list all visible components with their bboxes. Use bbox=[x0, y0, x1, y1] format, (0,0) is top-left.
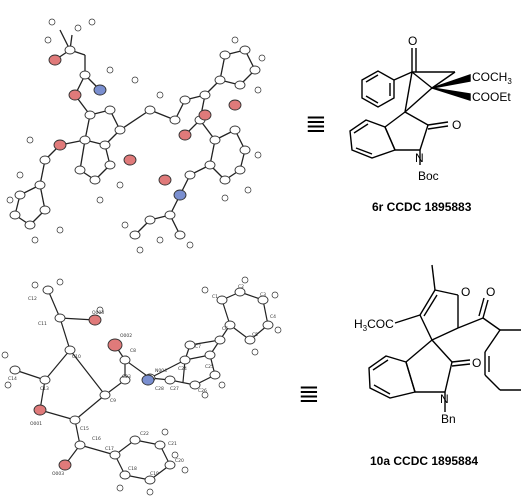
svg-text:C7: C7 bbox=[195, 344, 201, 350]
svg-text:C4: C4 bbox=[270, 314, 276, 320]
skeletal-labels-10a: H3COC O O O N Bn bbox=[354, 285, 495, 426]
svg-text:C26: C26 bbox=[198, 388, 207, 394]
label-bn-10a: Bn bbox=[441, 412, 456, 426]
label-n-10a: N bbox=[440, 392, 449, 406]
label-boc-6r: Boc bbox=[418, 169, 439, 183]
svg-text:N004: N004 bbox=[155, 368, 167, 374]
svg-text:C9: C9 bbox=[110, 398, 116, 404]
svg-text:C1: C1 bbox=[212, 294, 218, 300]
svg-text:C11: C11 bbox=[38, 321, 47, 327]
label-n-6r: N bbox=[415, 151, 424, 165]
svg-text:O001: O001 bbox=[30, 421, 42, 427]
svg-text:O003: O003 bbox=[92, 310, 104, 316]
label-furan-o-10a: O bbox=[461, 285, 470, 299]
skeletal-formula-6r bbox=[349, 48, 471, 165]
svg-text:O003: O003 bbox=[52, 471, 64, 477]
ortep-structure-6r bbox=[6, 18, 266, 254]
caption-10a: 10a CCDC 1895884 bbox=[370, 454, 478, 468]
equivalence-symbol-top: ≣ bbox=[305, 108, 327, 138]
svg-text:C8: C8 bbox=[130, 348, 136, 354]
skeletal-formula-10a bbox=[368, 264, 521, 412]
svg-text:C18: C18 bbox=[128, 466, 137, 472]
label-lactam-o-10a: O bbox=[472, 356, 481, 370]
svg-text:C13: C13 bbox=[40, 386, 49, 392]
label-acetyl-6r: COCH3 bbox=[472, 70, 512, 86]
svg-text:C25: C25 bbox=[205, 364, 214, 370]
svg-text:C6: C6 bbox=[222, 326, 228, 332]
label-lactam-o-6r: O bbox=[452, 118, 461, 132]
svg-text:C22: C22 bbox=[140, 431, 149, 437]
svg-text:C14: C14 bbox=[8, 376, 17, 382]
svg-text:C16: C16 bbox=[92, 436, 101, 442]
label-carbonyl-o-6r: O bbox=[408, 34, 417, 48]
svg-text:C2: C2 bbox=[238, 284, 244, 290]
svg-text:C23: C23 bbox=[122, 374, 131, 380]
caption-6r: 6r CCDC 1895883 bbox=[372, 200, 472, 214]
equivalence-symbol-bottom: ≣ bbox=[298, 378, 320, 408]
label-ester-6r: COOEt bbox=[472, 90, 511, 104]
svg-text:C20: C20 bbox=[175, 458, 184, 464]
ortep-structure-10a: C12 O003 C11 C10 C13 C14 O001 C15 C16 O0… bbox=[1, 276, 282, 496]
svg-text:C15: C15 bbox=[80, 426, 89, 432]
svg-text:O002: O002 bbox=[120, 333, 132, 339]
svg-text:C28: C28 bbox=[155, 386, 164, 392]
svg-text:C21: C21 bbox=[168, 441, 177, 447]
svg-text:C10: C10 bbox=[72, 354, 81, 360]
atom-number-labels: C12 O003 C11 C10 C13 C14 O001 C15 C16 O0… bbox=[8, 284, 276, 477]
svg-text:C5: C5 bbox=[252, 332, 258, 338]
skeletal-labels-6r: O COCH3 COOEt O N Boc bbox=[408, 34, 512, 183]
label-acetyl-10a: H3COC bbox=[354, 317, 394, 333]
svg-text:C19: C19 bbox=[150, 471, 159, 477]
svg-text:C17: C17 bbox=[105, 446, 114, 452]
svg-text:C24: C24 bbox=[178, 366, 187, 372]
svg-text:C12: C12 bbox=[28, 296, 37, 302]
svg-text:C3: C3 bbox=[260, 292, 266, 298]
label-carbonyl-o-10a: O bbox=[486, 285, 495, 299]
svg-text:C27: C27 bbox=[170, 386, 179, 392]
